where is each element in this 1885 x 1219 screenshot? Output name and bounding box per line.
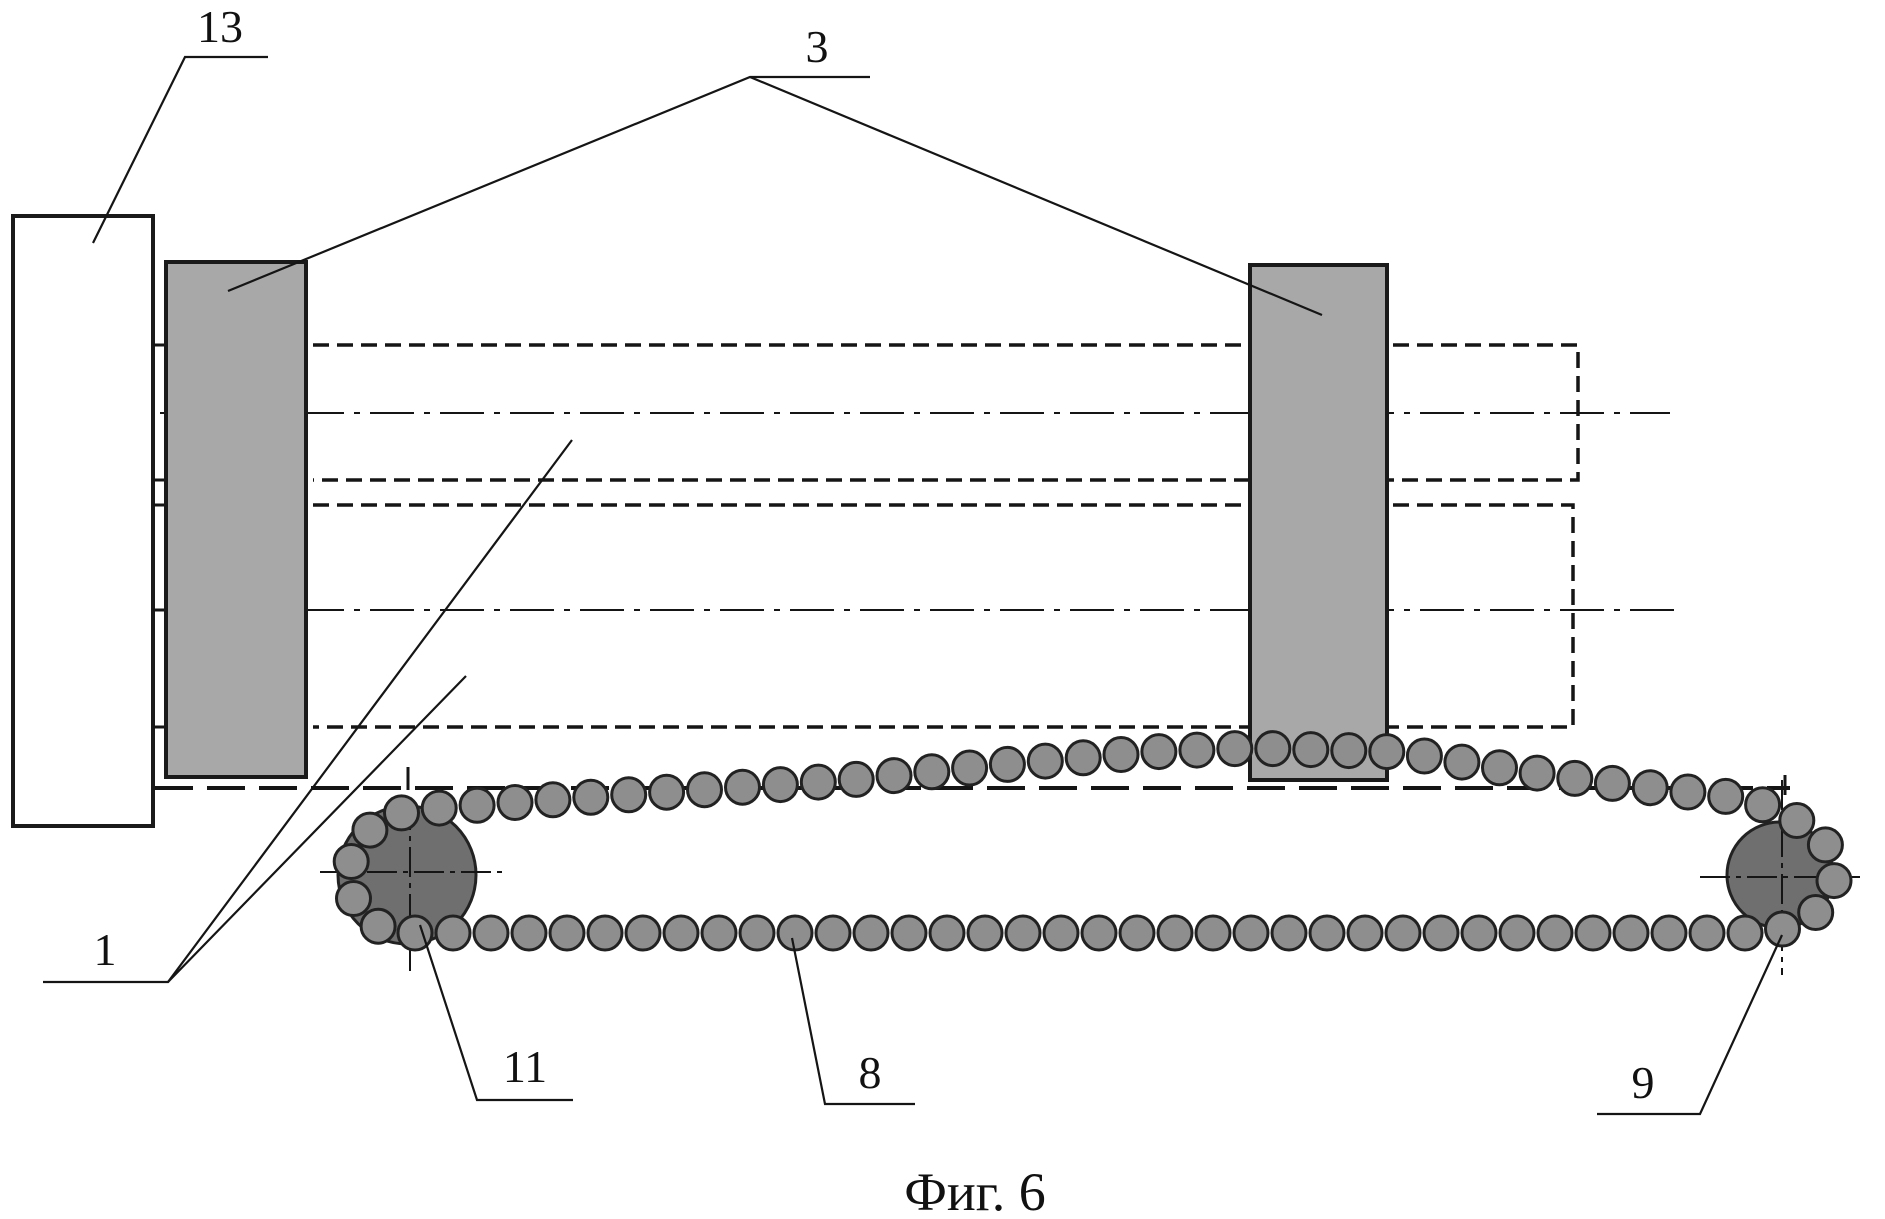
chain-roller [1118,914,1156,952]
leader-lines [43,55,1784,1116]
chain-roller [1270,914,1308,952]
chain-roller [875,757,913,795]
chain-roller [332,843,370,880]
chain-roller [1744,786,1782,824]
chain-roller [700,914,738,952]
label-chain: 8 [859,1047,882,1098]
chain-roller [1216,730,1254,768]
chain-roller [1726,914,1764,952]
chain-roller [1330,732,1368,770]
chain-roller [548,914,586,952]
chain-roller [1764,910,1801,948]
chain-roller [1536,914,1574,952]
chain-roller [1556,759,1594,797]
chain-roller [837,760,875,798]
chain-roller [1593,764,1631,802]
chain-roller [1422,914,1460,952]
chain-roller [761,766,799,804]
chain-roller [799,763,837,801]
chain-roller [1042,914,1080,952]
chain-roller [1707,777,1745,815]
shaft-lower [160,503,1675,729]
chain-roller [890,914,928,952]
plate-left [164,260,308,779]
chain-roller [1026,742,1064,780]
chain-roller [534,781,572,819]
chain-roller [1460,914,1498,952]
chain-roller [396,914,434,952]
chain [332,730,1853,952]
chain-roller [988,745,1026,783]
chain-roller [1669,773,1707,811]
label-shafts: 1 [94,924,117,975]
frame-block [11,214,155,828]
chain-roller [434,914,472,952]
chain-roller [1797,894,1835,931]
chain-roller [610,776,648,814]
chain-roller [496,784,534,821]
chain-roller [359,907,397,945]
chain-roller [1194,914,1232,952]
chain-roller [1574,914,1612,952]
label-right-sprocket: 9 [1632,1057,1655,1108]
chain-roller [1405,737,1443,775]
chain-roller [852,914,890,952]
chain-roller [966,914,1004,952]
chain-roller [1064,739,1102,777]
chain-roller [1612,914,1650,952]
chain-roller [1102,736,1140,773]
chain-roller [1004,914,1042,952]
chain-roller [335,880,372,917]
chain-roller [586,914,624,952]
chain-roller [472,914,510,952]
chain-roller [1178,731,1216,769]
chain-roller [572,778,610,816]
plate-right [1248,263,1389,782]
chain-roller [1254,730,1292,768]
chain-roller [814,914,852,952]
chain-roller [1080,914,1118,952]
chain-roller [686,771,723,809]
chain-roller [1292,731,1330,769]
chain-roller [1368,733,1406,771]
chain-roller [928,914,966,952]
chain-roller [1308,914,1346,952]
chain-roller [458,786,496,824]
label-plates: 3 [806,21,829,72]
chain-roller [913,753,951,791]
chain-roller [1443,743,1481,781]
label-left-sprocket: 11 [503,1041,547,1092]
chain-roller [1815,862,1853,900]
chain-roller [1156,914,1194,952]
chain-roller [624,914,662,952]
chain-roller [1346,914,1384,952]
shaft-upper [160,343,1670,482]
chain-roller [1481,749,1518,787]
chain-roller [1518,754,1556,792]
chain-roller [1232,914,1270,952]
chain-roller [420,789,458,827]
chain-roller [383,794,420,832]
chain-roller [724,768,761,806]
label-frame: 13 [197,1,243,52]
chain-roller [776,914,814,952]
chain-roller [1384,914,1422,952]
chain-roller [951,749,989,787]
chain-roller [510,914,548,952]
figure-caption: Фиг. 6 [904,1162,1046,1219]
chain-roller [1778,802,1816,839]
chain-roller [1806,826,1844,864]
chain-roller [1650,914,1688,952]
chain-roller [738,914,776,952]
chain-roller [648,773,686,811]
chain-roller [662,914,700,952]
chain-roller [1498,914,1536,952]
chain-roller [1140,733,1178,771]
chain-roller [1688,914,1726,952]
chain-roller [351,811,389,849]
chain-roller [1631,769,1669,807]
